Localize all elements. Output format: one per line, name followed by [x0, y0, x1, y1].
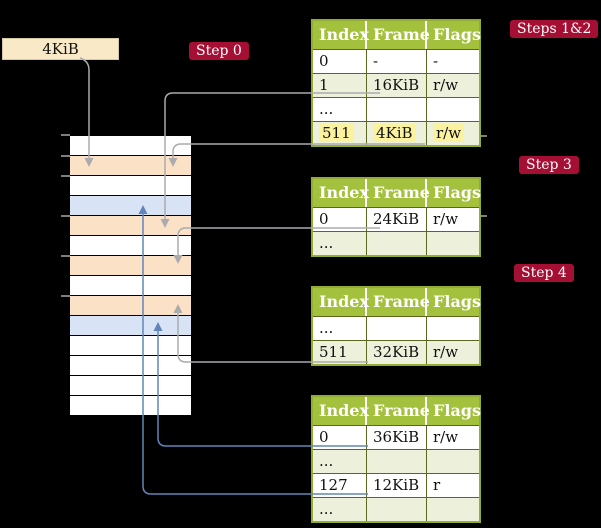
table-cell: [427, 98, 479, 121]
column-header-index: Index: [313, 397, 369, 425]
memory-tick-0: [61, 134, 70, 136]
memory-frame-row-6: [70, 256, 191, 275]
table-cell: -: [433, 52, 439, 70]
column-header-flags: Flags: [433, 25, 481, 44]
highlighted-value: r/w: [433, 124, 465, 142]
table-cell: 36KiB: [367, 426, 427, 449]
column-header-flags: Flags: [433, 401, 481, 420]
table-cell: [427, 232, 479, 255]
table-row: ...: [313, 449, 479, 473]
memory-tick-3: [61, 215, 70, 217]
memory-frame-row-10: [70, 336, 191, 355]
table-cell: -: [367, 50, 427, 73]
column-header-flags: Flags: [433, 292, 481, 311]
table-cell: 4KiB: [367, 122, 427, 145]
column-header-frame: Frame: [367, 397, 430, 425]
memory-frame-row-11: [70, 356, 191, 375]
table-cell: ...: [313, 317, 367, 340]
table-row: 0--: [313, 49, 479, 73]
table-cell: [367, 98, 427, 121]
physical-memory-column: [70, 135, 191, 415]
memory-frame-row-1: [70, 156, 191, 175]
table-cell: r/w: [433, 428, 459, 446]
table-cell: ...: [313, 98, 367, 121]
memory-frame-row-12: [70, 376, 191, 395]
table-cell: 16KiB: [367, 74, 427, 97]
column-header-flags: Flags: [433, 183, 481, 202]
step-3-label: Step 3: [519, 156, 579, 174]
highlighted-value: 4KiB: [373, 124, 416, 142]
table-row: ...: [313, 316, 479, 340]
table-cell: r/w: [427, 74, 479, 97]
memory-frame-row-13: [70, 396, 191, 415]
column-header-frame: Frame: [367, 21, 430, 49]
memory-frame-row-7: [70, 276, 191, 295]
table-cell: 12KiB: [367, 474, 427, 497]
table-cell: r/w: [427, 122, 479, 145]
table-cell: ...: [313, 450, 367, 473]
highlighted-value: 511: [319, 124, 354, 142]
memory-frame-row-5: [70, 236, 191, 255]
memory-frame-row-0: [70, 136, 191, 155]
table-cell: [367, 317, 427, 340]
memory-frame-row-4: [70, 216, 191, 235]
table-cell: r/w: [433, 210, 459, 228]
table-cell: ...: [313, 232, 367, 255]
memory-frame-row-9: [70, 316, 191, 335]
column-header-index: Index: [313, 21, 369, 49]
memory-frame-row-8: [70, 296, 191, 315]
table-cell: ...: [313, 498, 367, 521]
table-cell: 511: [313, 341, 367, 364]
step-0-label: Step 0: [189, 42, 249, 60]
table-cell: [427, 317, 479, 340]
table-cell: [427, 498, 479, 521]
table-cell: 0: [313, 208, 367, 231]
column-header-frame: Frame: [367, 179, 430, 207]
memory-tick-4: [61, 255, 70, 257]
table-cell: 511: [313, 122, 367, 145]
table-cell: [367, 450, 427, 473]
memory-frame-row-2: [70, 176, 191, 195]
column-header-frame: Frame: [367, 288, 430, 316]
table-cell: 1: [313, 74, 367, 97]
table-cell: 127: [313, 474, 367, 497]
table-cell: 24KiB: [367, 208, 427, 231]
column-header-index: Index: [313, 288, 369, 316]
table-row: ...: [313, 497, 479, 521]
table-cell: 0: [313, 50, 367, 73]
frame-size-box: 4KiB: [2, 38, 119, 60]
table-row: 511 4KiB r/w: [313, 121, 479, 145]
memory-tick-2: [61, 175, 70, 177]
table-cell: [367, 498, 427, 521]
table-cell: 32KiB: [367, 341, 427, 364]
table-cell: r/w: [427, 341, 479, 364]
frame-size-label: 4KiB: [42, 40, 79, 58]
memory-tick-1: [61, 155, 70, 157]
table-row: ...: [313, 231, 479, 255]
table-cell: [427, 450, 479, 473]
table-row: ...: [313, 97, 479, 121]
memory-frame-row-3: [70, 196, 191, 215]
column-header-index: Index: [313, 179, 369, 207]
memory-tick-5: [61, 295, 70, 297]
table-cell: 0: [313, 426, 367, 449]
table-cell: [367, 232, 427, 255]
steps-1-2-label: Steps 1&2: [510, 20, 599, 38]
table-cell: r: [433, 476, 441, 494]
step-4-label: Step 4: [514, 264, 574, 282]
